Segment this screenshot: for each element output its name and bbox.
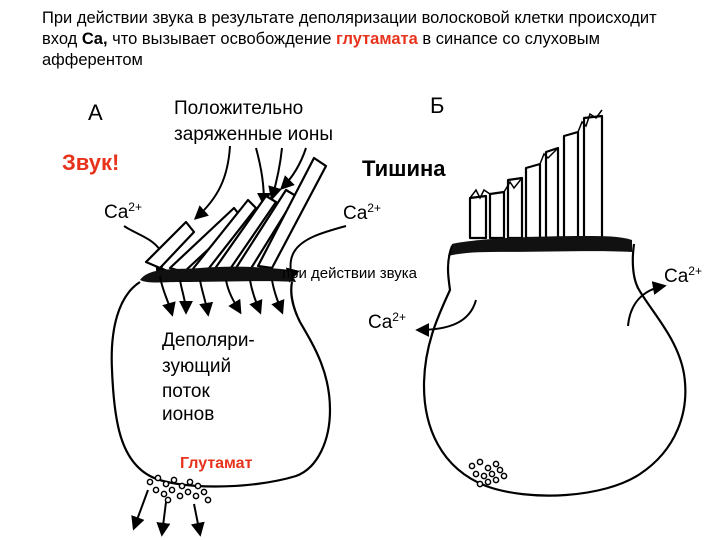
positive-ions-line-2: заряженные ионы bbox=[174, 124, 333, 145]
silence-label: Тишина bbox=[362, 156, 446, 181]
panel-b-letter: Б bbox=[430, 93, 444, 118]
flow-label-line-2: зующий bbox=[162, 356, 231, 377]
ca-exit-arrows-b bbox=[415, 281, 667, 337]
flow-label-line-1: Деполяри- bbox=[162, 330, 255, 351]
synaptic-vesicles-b bbox=[468, 458, 508, 488]
flow-label-line-3: поток bbox=[162, 381, 210, 402]
ca-label-a-right: Ca2+ bbox=[343, 201, 381, 224]
hair-cell-body-a bbox=[110, 281, 332, 488]
cuticular-plate-b bbox=[448, 236, 632, 256]
caption-glutamate: глутамата bbox=[336, 30, 418, 48]
cuticular-plate-a bbox=[140, 266, 296, 283]
stereocilia-bundle-upright bbox=[468, 114, 604, 240]
caption-text-3: в синапсе со слуховым афферентом bbox=[42, 30, 600, 69]
ca-label-a-left: Ca2+ bbox=[104, 200, 142, 223]
panel-a-letter: А bbox=[88, 100, 103, 125]
caption-text-2: что вызывает освобождение bbox=[107, 30, 336, 48]
glutamate-release-arrows bbox=[131, 489, 205, 537]
hair-cell-body-b bbox=[422, 243, 687, 497]
flow-label-line-4: ионов bbox=[162, 404, 214, 425]
positive-ions-line-1: Положительно bbox=[174, 98, 303, 119]
glutamate-label: Глутамат bbox=[180, 455, 253, 472]
stereocilia-bundle-tilted bbox=[144, 156, 328, 274]
ca-label-b-right: Ca2+ bbox=[664, 264, 702, 287]
caption-text-1: При действии звука в результате деполяри… bbox=[42, 9, 657, 48]
overlay-sound-note: при действии звука bbox=[282, 265, 418, 282]
tip-link-zigzag bbox=[469, 109, 603, 200]
caption-calcium: Ca, bbox=[81, 30, 108, 48]
ca-label-b-left: Ca2+ bbox=[368, 310, 406, 333]
depolarizing-flow-arrows bbox=[159, 275, 285, 317]
sound-label: Звук! bbox=[62, 150, 119, 175]
synaptic-vesicles-a bbox=[146, 474, 212, 504]
caption: При действии звука в результате деполяри… bbox=[42, 8, 682, 71]
